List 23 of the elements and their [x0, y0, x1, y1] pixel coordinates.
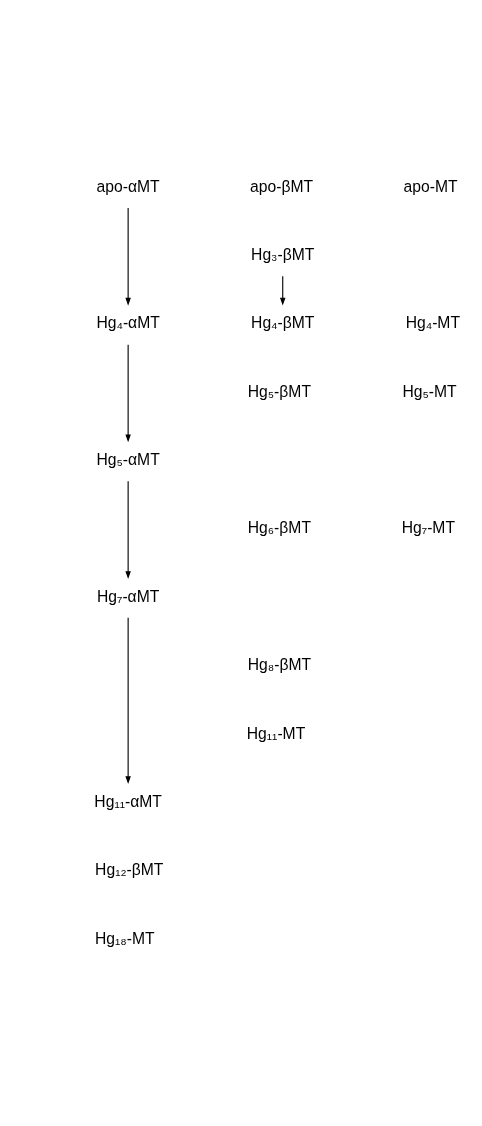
- node-text: Hg₈-βMT: [247, 655, 312, 673]
- node-text: Hg₁₁-αMT: [94, 792, 162, 810]
- node-text: apo-βMT: [250, 177, 314, 195]
- node-text: Hg₁₁-MT: [246, 723, 306, 741]
- arrow: [280, 275, 286, 306]
- node-text: Hg₅-MT: [402, 382, 457, 400]
- node-text: Hg₇-MT: [401, 518, 456, 536]
- node-text: Hg₄-αMT: [96, 313, 160, 331]
- node-text: Hg₃-βMT: [251, 245, 315, 263]
- arrow: [125, 616, 131, 784]
- arrow: [125, 480, 131, 579]
- node-text: Hg₇-αMT: [96, 587, 160, 605]
- node-text: Hg₆-βMT: [247, 518, 311, 536]
- node-text: Hg₅-βMT: [247, 382, 311, 400]
- node-text: Hg₁₂-βMT: [95, 860, 164, 878]
- node-text: apo-MT: [403, 177, 458, 195]
- arrow: [125, 206, 131, 306]
- arrow: [125, 343, 131, 442]
- node-text: Hg₄-MT: [405, 313, 460, 331]
- node-text: Hg₁₈-MT: [94, 929, 155, 946]
- node-text: Hg₄-βMT: [251, 313, 315, 331]
- node-text: Hg₅-αMT: [96, 450, 160, 468]
- node-text: apo-αMT: [96, 177, 160, 195]
